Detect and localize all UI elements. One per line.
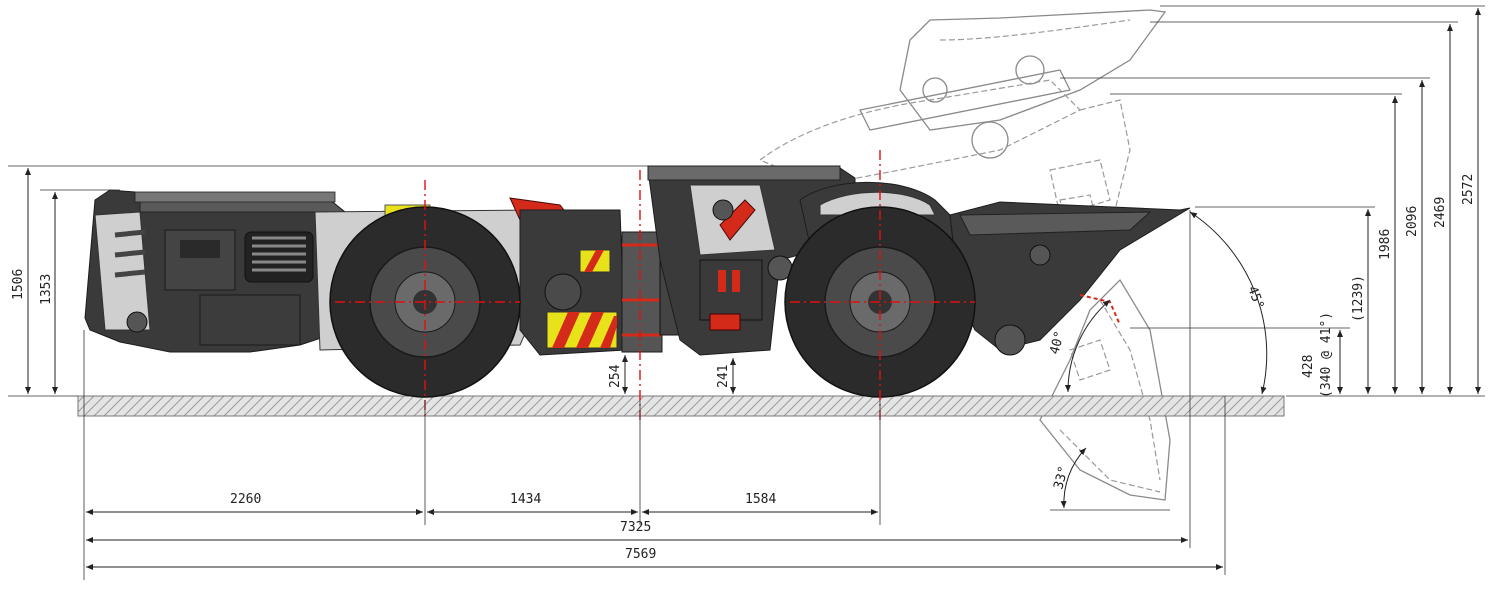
label-428: 428 (1301, 355, 1316, 378)
angle-dump: 33° (1050, 447, 1170, 511)
label-2469: 2469 (1433, 197, 1448, 228)
angle-rollback-ground: 40° (1047, 299, 1111, 393)
label-241: 241 (716, 365, 731, 388)
label-1506: 1506 (11, 269, 26, 300)
label-1353: 1353 (39, 274, 54, 305)
label-2260: 2260 (230, 492, 261, 507)
ground-hatch (77, 395, 1285, 417)
label-1434: 1434 (510, 492, 541, 507)
label-40deg: 40° (1047, 329, 1068, 356)
angle-rollback-raised: 45° (1189, 211, 1268, 395)
centerlines (335, 150, 975, 420)
dim-clearance-front: 241 (716, 358, 736, 394)
dim-height-overall: 1506 (8, 165, 648, 397)
label-2096: 2096 (1405, 206, 1420, 237)
bucket-lowered (949, 201, 1191, 356)
label-1986: 1986 (1378, 229, 1393, 260)
label-7569: 7569 (625, 547, 656, 562)
dim-heights-right: 2572 2469 2096 1986 (1239) 428 (340 @ 41… (1060, 5, 1485, 398)
label-340-at-41: (340 @ 41°) (1319, 312, 1334, 398)
engine-grille (244, 231, 314, 283)
label-1584: 1584 (745, 492, 776, 507)
loader-machine (84, 165, 1191, 398)
label-7325: 7325 (620, 520, 651, 535)
dim-length-7569: 7569 (86, 547, 1223, 570)
dim-chain: 2260 1434 1584 (86, 492, 878, 515)
dim-height-canopy: 1353 (39, 189, 120, 394)
label-1239: (1239) (1351, 275, 1366, 322)
label-45deg: 45° (1244, 284, 1266, 311)
warning-stripes-rear (546, 249, 618, 349)
label-33deg: 33° (1051, 464, 1072, 491)
label-2572: 2572 (1461, 174, 1476, 205)
dim-clearance-pivot: 254 (608, 355, 628, 394)
label-254: 254 (608, 364, 623, 388)
dim-length-7325: 7325 (86, 520, 1188, 543)
